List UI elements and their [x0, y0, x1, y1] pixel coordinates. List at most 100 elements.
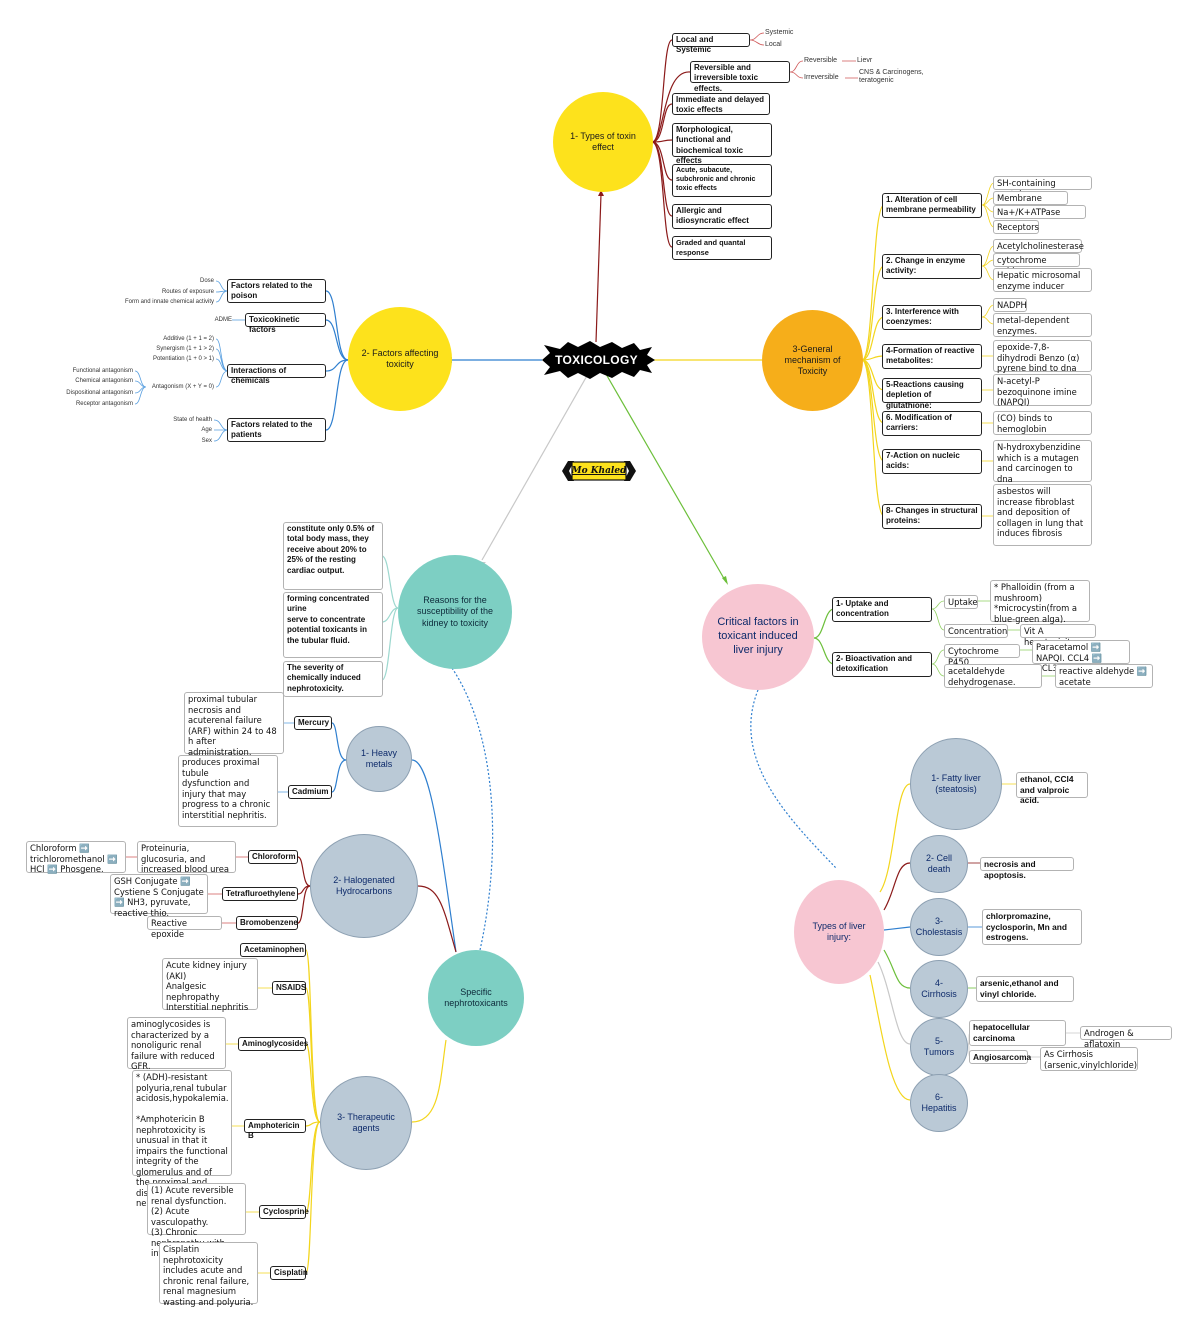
- note-asbestos: asbestos will increase fibroblast and de…: [993, 484, 1092, 546]
- interaction-additive: Additive (1 + 1 = 2): [163, 336, 214, 342]
- patient-sex: Sex: [201, 438, 212, 444]
- poison-dose: Dose: [199, 278, 214, 284]
- agent-chloroform[interactable]: Chloroform: [248, 850, 298, 864]
- topic-types-liver-injury[interactable]: Types of liver injury:: [794, 880, 884, 984]
- factor-poison[interactable]: Factors related to the poison: [227, 279, 326, 303]
- note-cyclosprine: (1) Acute reversible renal dysfunction. …: [147, 1183, 246, 1258]
- uptake-label: Uptake: [944, 595, 978, 609]
- note-nsaids: Acute kidney injury (AKI) Analgesic neph…: [162, 958, 258, 1012]
- poison-routes: Routes of exposure: [161, 289, 214, 295]
- agent-bromobenzene[interactable]: Bromobenzene: [236, 916, 298, 930]
- topic-title: Reasons for the susceptibility of the ki…: [416, 595, 494, 628]
- liver-cholestasis[interactable]: 3- Cholestasis: [910, 898, 968, 956]
- topic-types-of-toxin-effect[interactable]: 1- Types of toxin effect: [553, 92, 653, 192]
- note-paracetamol: Paracetamol ➡️ NAPQI. CCL4 ➡️ CCL3OO.: [1032, 640, 1130, 673]
- topic-specific-nephrotoxicants[interactable]: Specific nephrotoxicants: [428, 950, 524, 1046]
- agent-amphotericin-b[interactable]: Amphotericin B: [244, 1119, 306, 1140]
- note-aminoglycosides: aminoglycosides is characterized by a no…: [127, 1017, 226, 1071]
- agent-cadmium[interactable]: Cadmium: [288, 785, 332, 799]
- agent-aminoglycosides[interactable]: Aminoglycosides: [238, 1037, 308, 1051]
- cyp450-label: Cytochrome P450: [944, 644, 1020, 667]
- sub-reversible: Reversible: [804, 57, 838, 64]
- note-phalloidin: * Phalloidin (from a mushroom) *microcys…: [990, 580, 1090, 624]
- nephro-therapeutic[interactable]: 3- Therapeutic agents: [320, 1076, 412, 1170]
- mechanism-carriers[interactable]: 6. Modification of carriers:: [882, 411, 982, 436]
- mechanism-nucleic-acids[interactable]: 7-Action on nucleic acids:: [882, 449, 982, 474]
- note-necrosis: necrosis and apoptosis.: [980, 857, 1074, 880]
- kidney-reason-severity: The severity of chemically induced nephr…: [283, 661, 383, 697]
- type-morphological[interactable]: Morphological, functional and biochemica…: [672, 123, 772, 165]
- patient-age: Age: [201, 427, 212, 433]
- agent-tetrafluroethylene[interactable]: Tetrafluroethylene: [222, 887, 298, 901]
- nephro-group-label: 2- Halogenated Hydrocarbons: [333, 874, 395, 896]
- logo-text: Mo Khaled: [571, 466, 627, 476]
- type-reversible[interactable]: Reversible and irreversible toxic effect…: [690, 61, 790, 93]
- note-hydroxybenzidine: N-hydroxybenzidine which is a mutagen an…: [993, 440, 1092, 484]
- liver-type-label: 4- Cirrhosis: [921, 977, 957, 999]
- note-hepatic-microsomal: Hepatic microsomal enzyme inducer: [993, 268, 1092, 292]
- type-immediate-delayed[interactable]: Immediate and delayed toxic effects: [672, 93, 770, 115]
- liver-uptake[interactable]: 1- Uptake and concentration: [832, 597, 932, 622]
- mechanism-coenzymes[interactable]: 3. Interference with coenzymes:: [882, 305, 982, 330]
- mechanism-reactive-metabolites[interactable]: 4-Formation of reactive metabolites:: [882, 344, 982, 369]
- note-cadmium: produces proximal tubule dysfunction and…: [178, 755, 278, 827]
- nephro-heavy-metals[interactable]: 1- Heavy metals: [346, 726, 412, 792]
- note-chloroform-pathway: Chloroform ➡️ trichloromethanol ➡️ HCl ➡…: [26, 841, 126, 874]
- concentration-label: Concentration: [944, 624, 1008, 638]
- mechanism-membrane[interactable]: 1. Alteration of cell membrane permeabil…: [882, 193, 982, 218]
- interaction-antagonism: Antagonism (X + Y = 0): [151, 384, 214, 390]
- note-cisplatin: Cisplatin nephrotoxicity includes acute …: [159, 1242, 258, 1307]
- root-node[interactable]: TOXICOLOGY: [538, 341, 655, 379]
- agent-cyclosprine[interactable]: Cyclosprine: [259, 1205, 309, 1219]
- tumor-hcc: hepatocellular carcinoma: [969, 1020, 1066, 1046]
- type-local-systemic[interactable]: Local and Systemic: [672, 33, 750, 54]
- note-tfe: GSH Conjugate ➡️ Cystiene S Conjugate ➡️…: [110, 874, 208, 918]
- note-angiosarcoma-causes: As Cirrhosis (arsenic,vinylchloride): [1040, 1047, 1138, 1071]
- note-membrane-lipids: Membrane Lipids: [993, 191, 1068, 214]
- antagonism-receptor: Receptor antagonism: [75, 401, 133, 407]
- note-cirrhosis-causes: arsenic,ethanol and vinyl chloride.: [976, 976, 1074, 1002]
- note-atpase-pump: Na+/K+ATPase pump: [993, 205, 1086, 228]
- agent-acetaminophen[interactable]: Acetaminophen: [240, 943, 306, 957]
- note-mercury: proximal tubular necrosis and acuterenal…: [184, 692, 284, 757]
- liver-fatty[interactable]: 1- Fatty liver (steatosis): [910, 738, 1002, 830]
- patient-health: State of health: [173, 417, 212, 423]
- mechanism-enzyme[interactable]: 2. Change in enzyme activity:: [882, 254, 982, 279]
- liver-type-label: 3- Cholestasis: [915, 915, 963, 937]
- factor-toxicokinetic[interactable]: Toxicokinetic factors: [245, 313, 326, 334]
- leaf-lievr: Lievr: [857, 57, 873, 64]
- note-nadph: NADPH: [993, 298, 1027, 312]
- mechanism-structural-proteins[interactable]: 8- Changes in structural proteins:: [882, 504, 982, 529]
- liver-cell-death[interactable]: 2- Cell death: [910, 835, 968, 893]
- liver-cirrhosis[interactable]: 4- Cirrhosis: [910, 960, 968, 1018]
- agent-mercury[interactable]: Mercury: [294, 716, 332, 730]
- factor-interactions[interactable]: Interactions of chemicals: [227, 364, 326, 385]
- topic-kidney-susceptibility[interactable]: Reasons for the susceptibility of the ki…: [398, 555, 512, 669]
- topic-title: 1- Types of toxin effect: [570, 130, 636, 152]
- liver-type-label: 2- Cell death: [925, 852, 952, 874]
- antagonism-functional: Functional antagonism: [72, 368, 133, 374]
- liver-tumors[interactable]: 5- Tumors: [910, 1018, 968, 1076]
- topic-factors-affecting-toxicity[interactable]: 2- Factors affecting toxicity: [348, 307, 452, 411]
- type-graded-quantal[interactable]: Graded and quantal response: [672, 236, 772, 260]
- type-allergic[interactable]: Allergic and idiosyncratic effect: [672, 204, 772, 229]
- topic-critical-liver-factors[interactable]: Critical factors in toxicant induced liv…: [702, 584, 814, 690]
- note-cytochrome-oxidase: cytochrome oxidase: [993, 253, 1080, 276]
- mechanism-glutathione[interactable]: 5-Reactions causing depletion of glutath…: [882, 378, 982, 410]
- topic-title: Specific nephrotoxicants: [444, 986, 508, 1008]
- liver-hepatitis[interactable]: 6- Hepatitis: [910, 1074, 968, 1132]
- factor-patients[interactable]: Factors related to the patients: [227, 418, 326, 442]
- agent-nsaids[interactable]: NSAIDS: [272, 981, 306, 995]
- interaction-synergism: Synergism (1 + 1 > 2): [156, 346, 214, 352]
- agent-cisplatin[interactable]: Cisplatin: [270, 1266, 308, 1280]
- type-acute-chronic[interactable]: Acute, subacute, subchronic and chronic …: [672, 164, 772, 197]
- nephro-group-label: 3- Therapeutic agents: [337, 1111, 395, 1133]
- liver-bioactivation[interactable]: 2- Bioactivation and detoxification: [832, 652, 932, 677]
- adh-label: acetaldehyde dehydrogenase.: [944, 664, 1042, 688]
- topic-title: Types of liver injury:: [812, 920, 866, 942]
- nephro-halogenated[interactable]: 2- Halogenated Hydrocarbons: [310, 834, 418, 938]
- note-vit-a: Vit A hepatoxicity: [1020, 624, 1096, 647]
- topic-general-mechanism[interactable]: 3-General mechanism of Toxicity: [762, 310, 863, 411]
- liver-type-label: 1- Fatty liver (steatosis): [931, 772, 981, 794]
